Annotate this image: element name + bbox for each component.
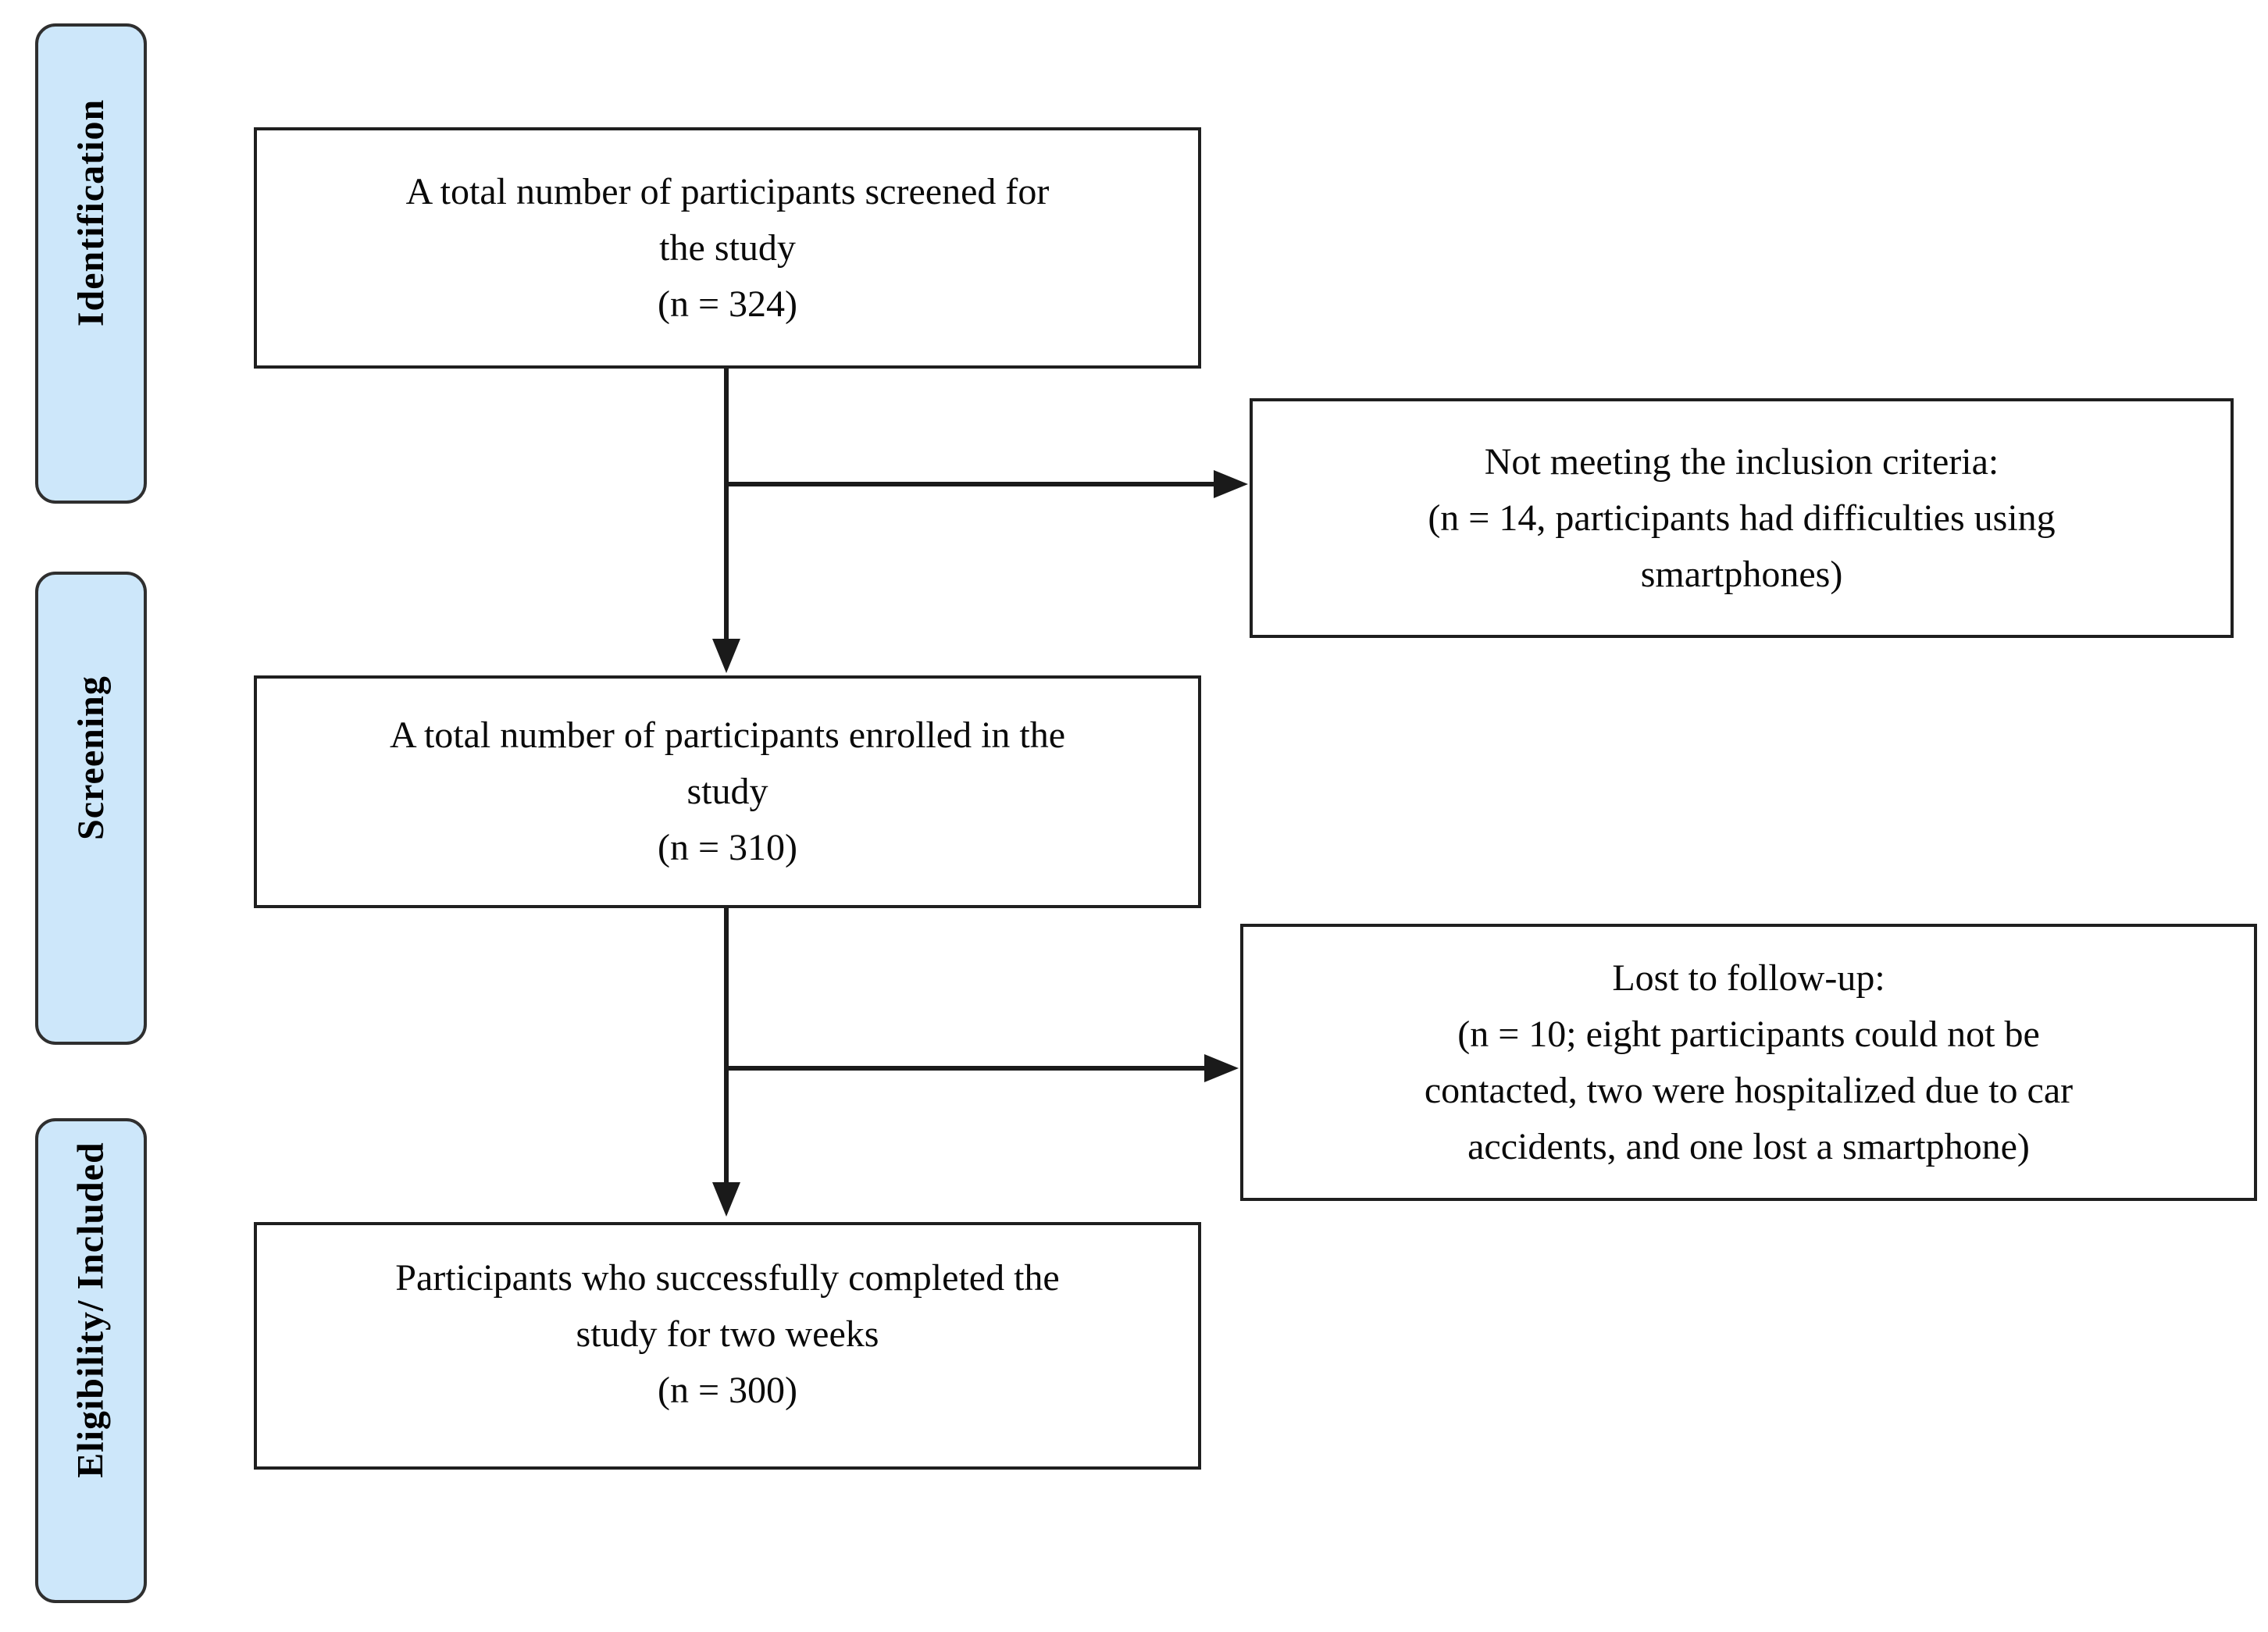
box-participants-completed: Participants who successfully completed … [254,1222,1201,1470]
arrow-to-exclusion-1-head [1214,470,1248,498]
box-line: smartphones) [1640,553,1843,595]
box-line: Not meeting the inclusion criteria: [1484,440,1999,483]
box-line: (n = 10; eight participants could not be [1457,1013,2040,1055]
box-line: the study [659,226,796,269]
stage-label-identification: Identification [35,23,147,504]
stage-label-text: Screening [70,675,112,840]
box-participants-enrolled: A total number of participants enrolled … [254,675,1201,908]
box-line-count: (n = 310) [657,827,798,868]
box-line: (n = 14, participants had difficulties u… [1428,497,2056,539]
box-line: A total number of participants screened … [405,170,1050,212]
arrow-to-exclusion-2-head [1204,1054,1239,1082]
box-line: study [686,771,768,812]
box-lost-to-followup: Lost to follow-up: (n = 10; eight partic… [1240,924,2257,1201]
box-line-count: (n = 300) [657,1369,798,1411]
box-line-count: (n = 324) [657,283,798,325]
box-line: Lost to follow-up: [1612,957,1885,999]
box-line: accidents, and one lost a smartphone) [1467,1125,2030,1167]
arrow-enrolled-to-completed-head [712,1182,740,1217]
stage-label-eligibility-included: Eligibility/ Included [35,1118,147,1603]
stage-label-text: Identification [70,98,112,327]
box-line: A total number of participants enrolled … [389,714,1066,756]
box-line: contacted, two were hospitalized due to … [1424,1069,2074,1111]
stage-label-text: Eligibility/ Included [70,1142,112,1478]
box-participants-screened: A total number of participants screened … [254,127,1201,369]
arrow-screened-to-enrolled-head [712,639,740,673]
box-line: Participants who successfully completed … [395,1256,1060,1299]
box-not-meeting-inclusion-criteria: Not meeting the inclusion criteria: (n =… [1250,398,2234,638]
stage-label-screening: Screening [35,572,147,1045]
box-line: study for two weeks [576,1313,879,1355]
